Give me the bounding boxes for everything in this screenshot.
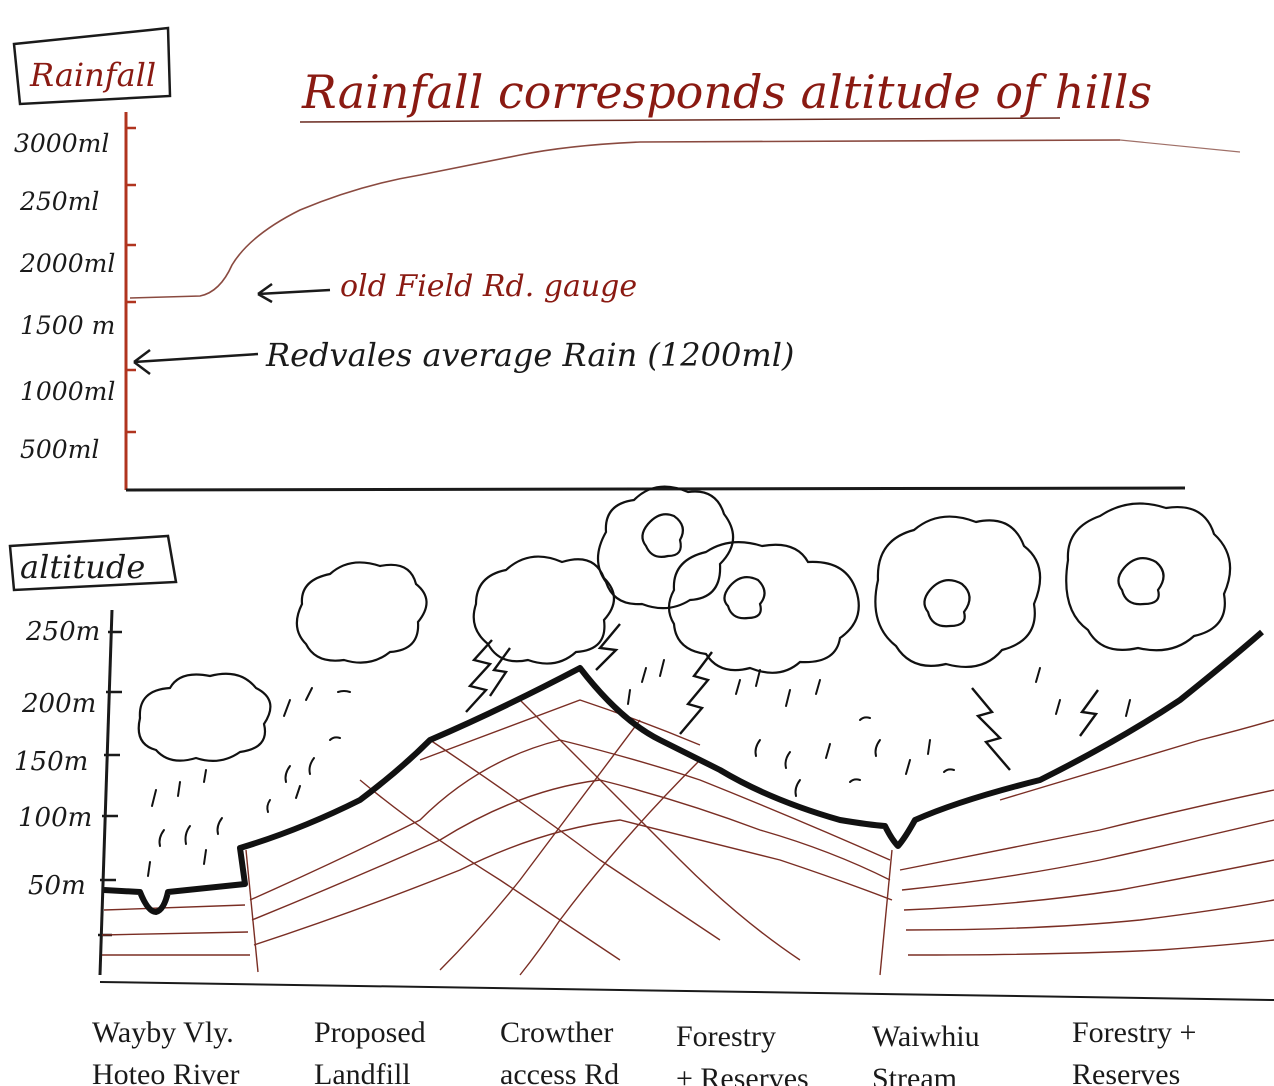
gauge-annotation: old Field Rd. gauge [340, 269, 637, 304]
ground-profile [103, 629, 1264, 915]
location-line-2: Landfill [314, 1058, 411, 1086]
title-underline [299, 117, 1061, 123]
rock-strata [101, 699, 1274, 976]
tick-250m: 250m [25, 617, 100, 647]
altitude-panel: altitude 250m 200m 150m 100m 50m [8, 485, 1274, 1001]
cloud-5-core [723, 575, 766, 620]
location-line-1: Crowther [500, 1016, 614, 1049]
location-label-waiwhiu: Waiwhiu Stream [872, 1016, 980, 1086]
tick-100m: 100m [18, 803, 92, 833]
location-line-2: access Rd [500, 1058, 620, 1086]
lightning-icon [971, 687, 1011, 771]
location-line-2: Hoteo River [92, 1058, 240, 1086]
altitude-tick-labels: 250m 200m 150m 100m 50m [14, 617, 100, 901]
location-line-2: Reserves [1072, 1058, 1181, 1086]
tick-2000ml: 2000ml [19, 249, 115, 278]
lightning-icon [465, 639, 493, 713]
rainfall-title: Rainfall corresponds altitude of hills [301, 65, 1152, 119]
location-line-1: Wayby Vly. [92, 1016, 234, 1049]
rain-marks [147, 659, 1131, 877]
location-label-landfill: Proposed Landfill [314, 1012, 426, 1086]
rainfall-label-box [12, 26, 172, 106]
location-label-forestry-1: Forestry + Reserves [676, 1016, 809, 1086]
location-line-1: Waiwhiu [872, 1020, 980, 1053]
lightning-bolts [465, 623, 1099, 771]
rainfall-x-axis [125, 486, 1186, 492]
tick-50m: 50m [28, 871, 86, 901]
location-line-2: Stream [872, 1062, 957, 1086]
cloud-6 [874, 515, 1042, 668]
average-arrow [133, 349, 259, 375]
lightning-icon [1079, 689, 1099, 737]
location-line-1: Proposed [314, 1016, 426, 1049]
location-label-forestry-2: Forestry + Reserves [1072, 1012, 1196, 1086]
cloud-1 [137, 672, 272, 763]
tick-3000ml: 3000ml [14, 129, 109, 158]
tick-150m: 150m [14, 747, 88, 777]
location-line-1: Forestry [676, 1020, 776, 1053]
cloud-6-core [923, 579, 971, 628]
cloud-5 [667, 541, 860, 674]
rainfall-tick-labels: 3000ml 250ml 2000ml 1500 m 1000ml 500ml [14, 129, 115, 464]
lightning-icon [679, 651, 713, 735]
rainfall-curve [129, 139, 1121, 299]
location-line-2: + Reserves [676, 1062, 809, 1086]
altitude-baseline [99, 981, 1274, 1001]
altitude-y-axis [98, 609, 114, 976]
rainfall-tick-marks [126, 126, 136, 434]
tick-1000ml: 1000ml [20, 377, 115, 406]
gauge-arrow [257, 282, 331, 304]
cloud-4 [596, 485, 735, 610]
rainfall-curve-tail [1119, 139, 1241, 153]
tick-500ml: 500ml [20, 435, 99, 464]
location-label-wayby: Wayby Vly. Hoteo River [92, 1012, 239, 1086]
lightning-icon [489, 647, 511, 697]
lightning-icon [595, 623, 621, 671]
tick-1500m: 1500 m [20, 311, 115, 340]
location-label-crowther: Crowther access Rd [500, 1012, 619, 1086]
rainfall-label: Rainfall [29, 56, 156, 94]
altitude-label: altitude [20, 548, 145, 586]
tick-200m: 200m [21, 689, 96, 719]
average-annotation: Redvales average Rain (1200ml) [265, 336, 794, 374]
cloud-7 [1065, 502, 1232, 652]
cloud-7-core [1117, 557, 1165, 606]
location-line-1: Forestry + [1072, 1016, 1197, 1049]
clouds [137, 485, 1232, 763]
tick-250ml: 250ml [19, 187, 99, 216]
cloud-2 [295, 561, 428, 664]
cloud-4-core [641, 513, 685, 558]
cloud-3 [472, 555, 616, 665]
altitude-label-box [8, 534, 178, 592]
rainfall-panel: Rainfall Rainfall corresponds altitude o… [12, 26, 1241, 492]
